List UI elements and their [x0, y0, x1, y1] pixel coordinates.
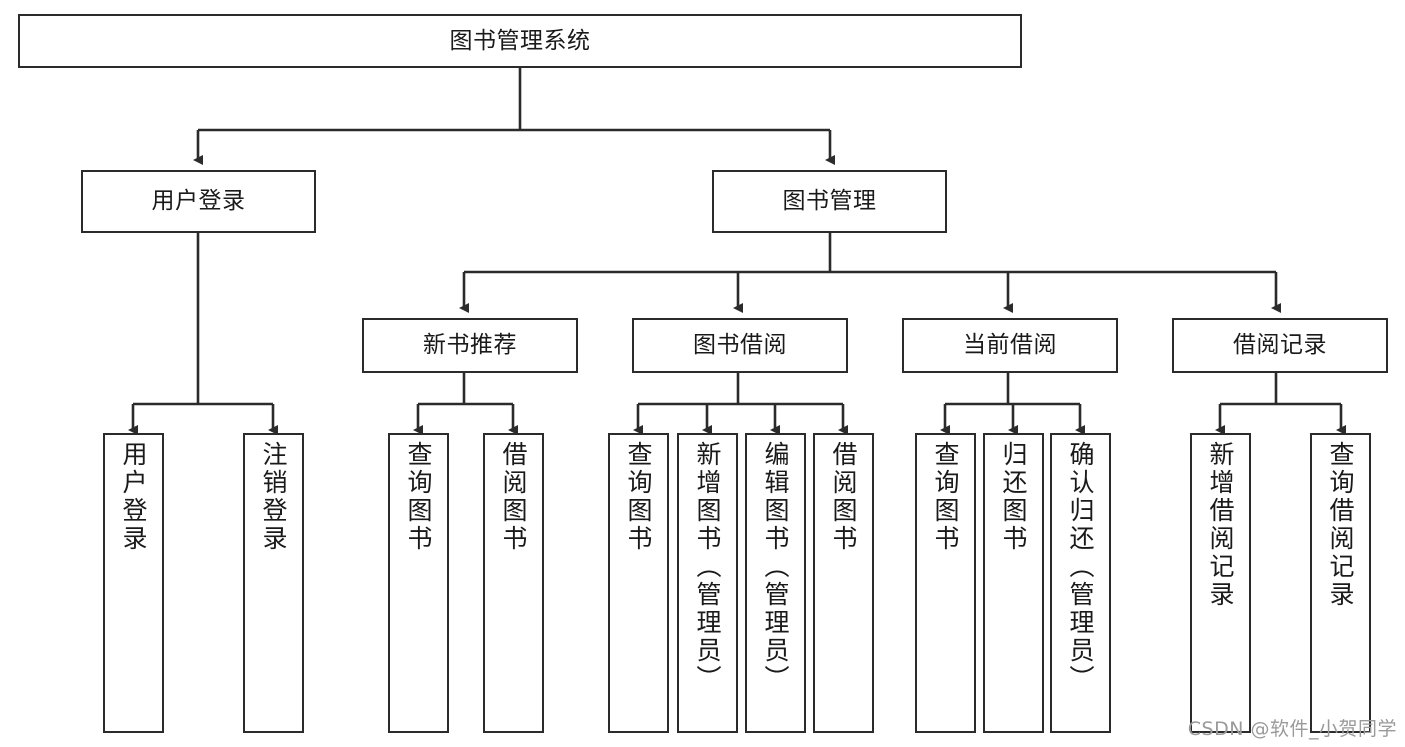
node-borrow-record[interactable]: 借阅记录 [1172, 318, 1388, 373]
node-leaf-query-book-3[interactable]: 查询图书 [915, 433, 976, 733]
node-leaf-query-borrow-record[interactable]: 查询借阅记录 [1310, 433, 1371, 733]
node-label: 查询图书 [404, 441, 433, 553]
edges-record-to-leaves [1215, 373, 1346, 435]
edges-recommend-to-leaves [413, 373, 518, 435]
node-label: 借阅图书 [499, 441, 528, 553]
node-label: 编辑图书（管理员） [761, 441, 790, 693]
node-leaf-query-book-1[interactable]: 查询图书 [388, 433, 449, 733]
node-root-title[interactable]: 图书管理系统 [18, 14, 1022, 68]
node-label: 借阅记录 [1233, 332, 1327, 359]
node-label: 查询图书 [624, 441, 653, 553]
node-leaf-borrow-book-2[interactable]: 借阅图书 [813, 433, 874, 733]
node-leaf-return-book[interactable]: 归还图书 [983, 433, 1044, 733]
node-book-management[interactable]: 图书管理 [712, 170, 947, 233]
node-label: 新增图书（管理员） [693, 441, 722, 693]
node-label: 当前借阅 [963, 332, 1057, 359]
node-new-book-recommend[interactable]: 新书推荐 [362, 318, 578, 373]
edges-root-to-level2 [193, 68, 835, 165]
node-user-login[interactable]: 用户登录 [81, 170, 316, 233]
node-leaf-add-book-admin[interactable]: 新增图书（管理员） [677, 433, 738, 733]
node-leaf-confirm-return-admin[interactable]: 确认归还（管理员） [1050, 433, 1111, 733]
node-label: 归还图书 [999, 441, 1028, 553]
edges-current-to-leaves [940, 373, 1085, 435]
node-label: 图书管理系统 [449, 27, 591, 54]
node-label: 查询图书 [931, 441, 960, 553]
node-label: 查询借阅记录 [1326, 441, 1355, 609]
node-leaf-query-book-2[interactable]: 查询图书 [608, 433, 669, 733]
node-label: 新增借阅记录 [1206, 441, 1235, 609]
node-leaf-logout[interactable]: 注销登录 [243, 433, 304, 733]
node-label: 图书借阅 [693, 332, 787, 359]
node-leaf-edit-book-admin[interactable]: 编辑图书（管理员） [745, 433, 806, 733]
node-label: 图书管理 [782, 188, 877, 215]
node-leaf-add-borrow-record[interactable]: 新增借阅记录 [1190, 433, 1251, 733]
node-book-borrow[interactable]: 图书借阅 [632, 318, 848, 373]
node-current-borrow[interactable]: 当前借阅 [902, 318, 1118, 373]
node-label: 确认归还（管理员） [1066, 441, 1095, 693]
edges-userlogin-to-leaves [128, 233, 278, 435]
node-leaf-user-login[interactable]: 用户登录 [103, 433, 164, 733]
node-label: 新书推荐 [423, 332, 517, 359]
node-label: 用户登录 [119, 441, 148, 553]
node-label: 用户登录 [151, 188, 246, 215]
edges-borrow-to-leaves [633, 373, 848, 435]
edges-booknav-to-level3 [459, 233, 1281, 313]
node-label: 注销登录 [259, 441, 288, 553]
node-label: 借阅图书 [829, 441, 858, 553]
node-leaf-borrow-book-1[interactable]: 借阅图书 [483, 433, 544, 733]
